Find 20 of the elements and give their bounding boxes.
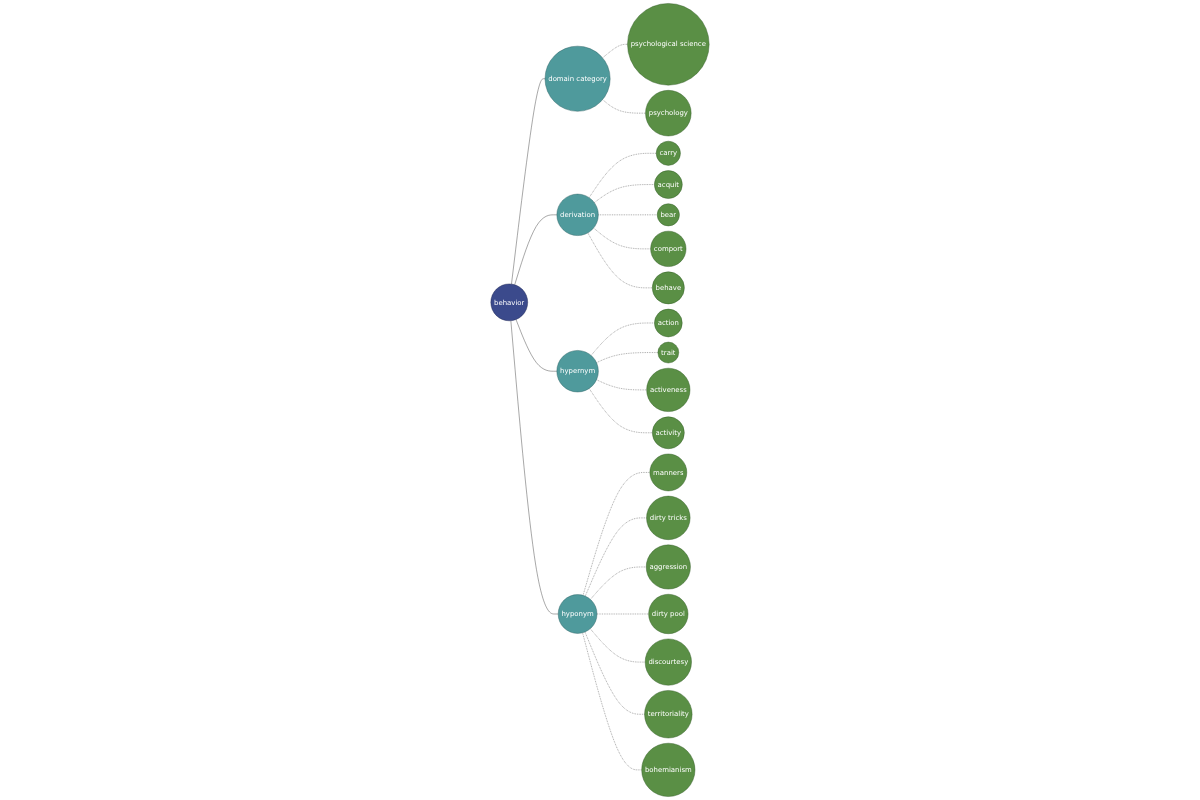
connector bbox=[590, 322, 655, 356]
connector bbox=[511, 78, 546, 285]
connector bbox=[598, 214, 658, 216]
connector bbox=[593, 227, 651, 250]
connector bbox=[582, 632, 642, 771]
connector bbox=[585, 517, 647, 597]
connector bbox=[602, 99, 646, 114]
connector bbox=[596, 352, 659, 363]
connector bbox=[510, 320, 559, 615]
connector bbox=[588, 388, 653, 433]
connector bbox=[587, 232, 653, 289]
connector bbox=[582, 472, 651, 596]
connector bbox=[596, 379, 647, 391]
connector bbox=[584, 631, 645, 715]
connector bbox=[594, 184, 655, 203]
connector bbox=[514, 214, 558, 285]
connector bbox=[602, 44, 628, 59]
connector bbox=[588, 153, 657, 198]
connector bbox=[596, 613, 649, 615]
connector bbox=[515, 319, 557, 372]
